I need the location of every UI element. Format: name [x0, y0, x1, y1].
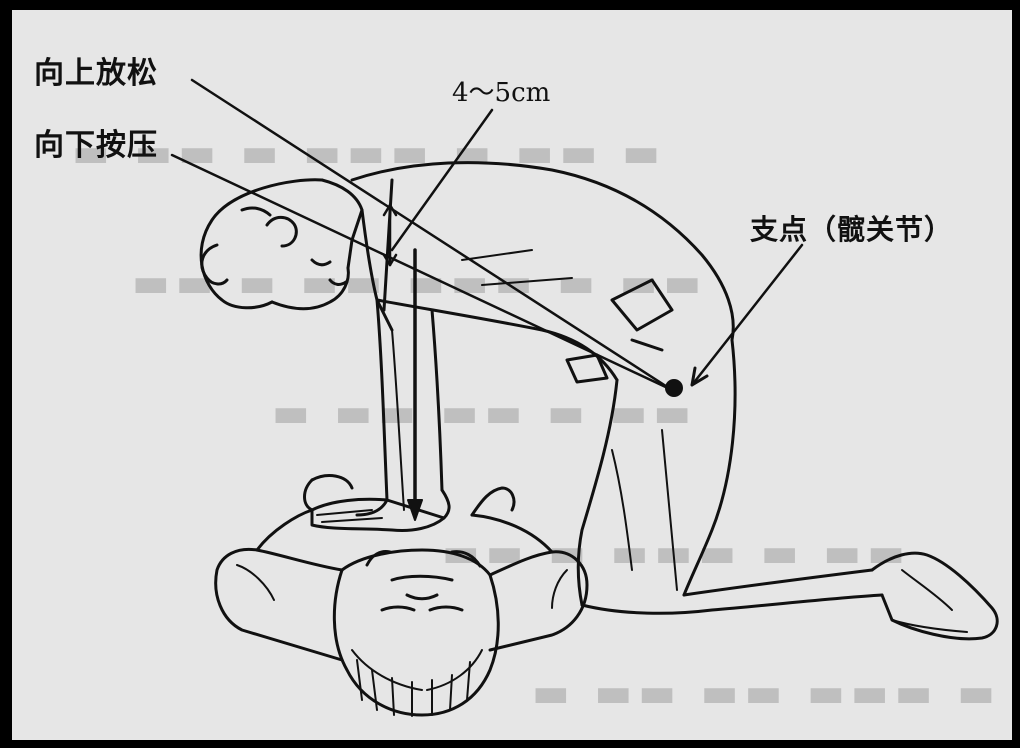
pivot-pointer-line — [692, 245, 802, 385]
cpr-illustration — [12, 10, 1012, 740]
rescuer-hands — [312, 499, 444, 530]
rescuer-arms — [357, 300, 449, 518]
rescuer-torso — [352, 163, 733, 382]
label-compression-depth: 4～5cm — [452, 72, 550, 109]
label-pivot-hip-joint: 支点（髋关节） — [750, 208, 953, 248]
rescuer-legs — [578, 340, 997, 639]
compression-arrow — [408, 250, 422, 520]
rescuer-head — [201, 180, 362, 309]
patient-head — [334, 550, 498, 716]
depth-indicator — [384, 205, 396, 265]
label-relax-up: 向上放松 — [34, 48, 158, 92]
depth-pointer-line — [392, 110, 492, 250]
pivot-point — [665, 379, 683, 397]
diagram-canvas: ▬ ▬▬ ▬ ▬▬▬ ▬ ▬▬ ▬ ▬▬ ▬ ▬▬ ▬▬▬ ▬ ▬▬ ▬ ▬▬ … — [12, 10, 1012, 740]
label-press-down: 向下按压 — [34, 120, 158, 164]
guide-lines — [172, 80, 802, 390]
press-line — [172, 155, 672, 390]
relax-line — [192, 80, 672, 390]
